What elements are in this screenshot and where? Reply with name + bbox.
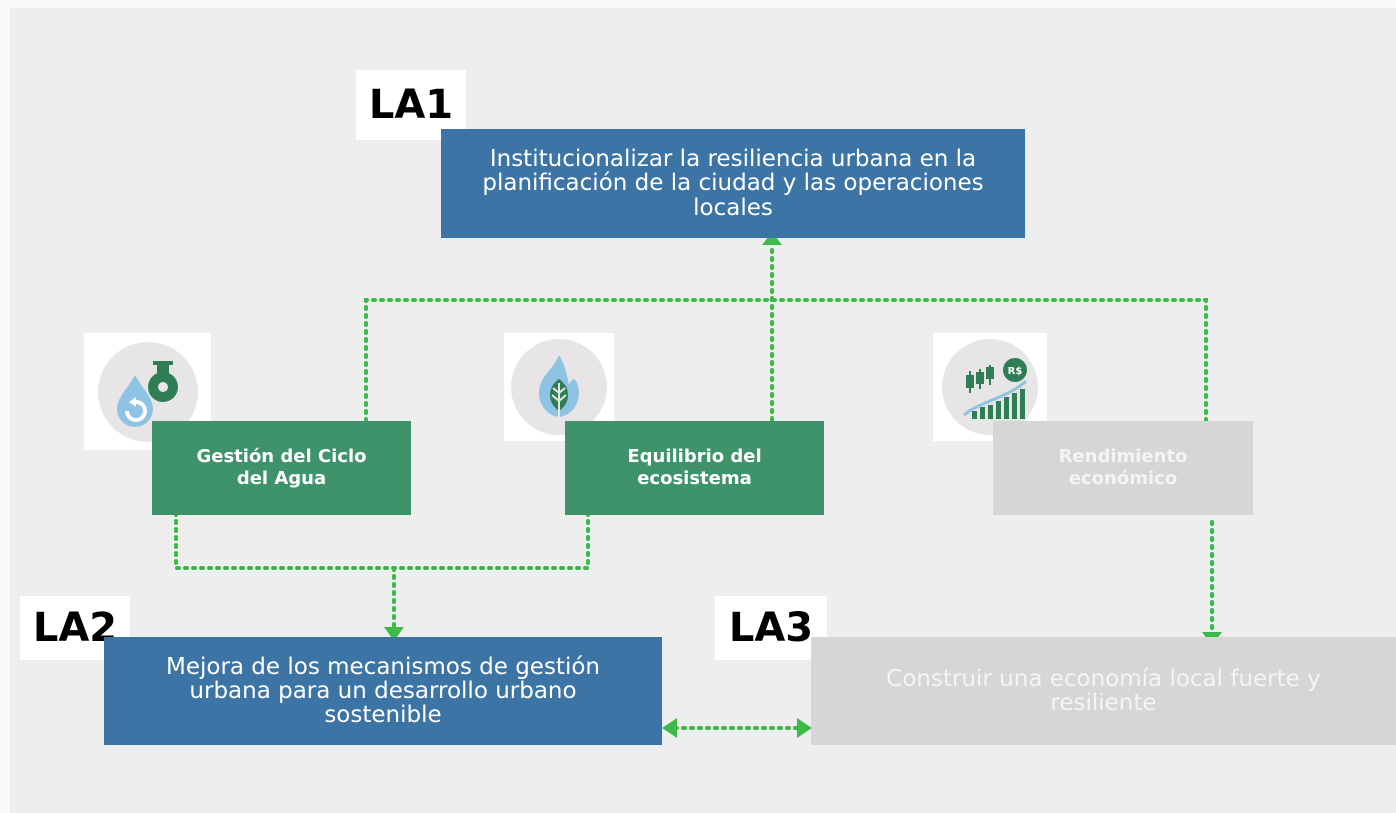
leaf-flame-icon: [511, 339, 607, 435]
la1-objective-box: Institucionalizar la resiliencia urbana …: [441, 129, 1025, 238]
theme-water-cycle: Gestión del Ciclo del Agua: [152, 421, 411, 515]
economic-chart-icon: R$: [942, 339, 1038, 435]
la1-tag: LA1: [356, 70, 466, 140]
la3-objective-box: Construir una economía local fuerte y re…: [811, 637, 1396, 745]
arrow-right-la3: [797, 718, 812, 738]
economy-icon-tile: R$: [933, 333, 1047, 441]
arrow-up-la1: [762, 232, 782, 245]
connector-to-la1: [364, 298, 1208, 439]
theme-ecosystem: Equilibrio del ecosistema: [565, 421, 824, 515]
arrow-left-la2: [662, 718, 677, 738]
la3-tag: LA3: [715, 596, 827, 660]
theme-economy: Rendimiento económico: [993, 421, 1253, 515]
connector-to-la2: [174, 495, 590, 630]
arrow-down-la2: [384, 627, 404, 641]
la2-objective-box: Mejora de los mecanismos de gestión urba…: [104, 637, 662, 745]
currency-label: R$: [1008, 366, 1023, 377]
water-drop-icon: [97, 341, 198, 442]
